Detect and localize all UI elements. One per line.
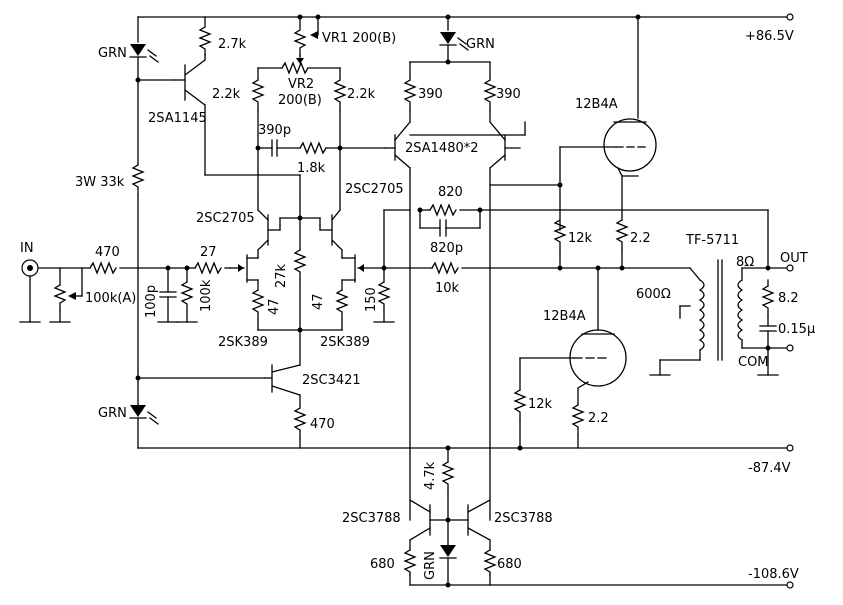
- r-47-left-label: 47: [267, 298, 282, 315]
- r-100k-label: 100k: [199, 279, 214, 312]
- led-top-mid-label: GRN: [466, 37, 495, 52]
- com-label: COM: [738, 355, 769, 370]
- r-22k-right-label: 2.2k: [347, 87, 376, 102]
- ohm600-label: 600Ω: [636, 287, 671, 302]
- tube-top-label: 12B4A: [575, 97, 618, 112]
- nfb-network: [419, 203, 769, 269]
- r-82-label: 8.2: [778, 291, 799, 306]
- r-12k-top-label: 12k: [568, 231, 593, 246]
- vr2-name-label: VR2: [288, 77, 314, 92]
- q-2sc2705-right-label: 2SC2705: [345, 182, 404, 197]
- vr1-label: VR1 200(B): [322, 31, 396, 46]
- q-2sk389-left-label: 2SK389: [218, 335, 268, 350]
- output-terminal-hot: [786, 264, 794, 272]
- led-bottom-left-symbol: [130, 405, 146, 417]
- r-47k-label: 4.7k: [423, 461, 438, 490]
- r-27k-top-label: 2.7k: [218, 37, 247, 52]
- output-transformer: [649, 259, 789, 376]
- c-390p-label: 390p: [258, 123, 291, 138]
- rail-lines: [137, 16, 789, 586]
- led-top-mid-symbol: [440, 32, 456, 44]
- input-label: IN: [20, 241, 34, 256]
- led-top-left-symbol: [130, 44, 146, 56]
- r-470-in-label: 470: [95, 245, 120, 260]
- pnp-pair: [384, 16, 526, 521]
- comp-network: [257, 139, 386, 157]
- left-column: [129, 16, 301, 449]
- q-2sa1480-label: 2SA1480*2: [405, 141, 479, 156]
- output-terminal-com: [786, 344, 794, 352]
- vr-network: [251, 16, 347, 201]
- tube-top-envelope: [603, 118, 657, 172]
- led-top-left-label: GRN: [98, 46, 127, 61]
- r-390-right-label: 390: [496, 87, 521, 102]
- r-3w33k-label: 3W 33k: [75, 175, 125, 190]
- neg-rail-terminal: [786, 444, 794, 452]
- r-470-bot-label: 470: [310, 417, 335, 432]
- r-680-right-label: 680: [497, 557, 522, 572]
- ohm8-label: 8Ω: [736, 255, 754, 270]
- vr2-value-label: 200(B): [278, 93, 322, 108]
- tube-bot-label: 12B4A: [543, 309, 586, 324]
- q-2sc2705-left-label: 2SC2705: [196, 211, 255, 226]
- bottom-ccs: [403, 447, 497, 586]
- r-100k-a-label: 100k(A): [85, 291, 136, 306]
- jfet-pair: [229, 217, 385, 366]
- neg2-rail-terminal: [786, 581, 794, 589]
- neg-rail-label: -87.4V: [748, 461, 791, 476]
- q-2sk389-right-label: 2SK389: [320, 335, 370, 350]
- q-2sa1145-label: 2SA1145: [148, 111, 207, 126]
- r-10k-label: 10k: [435, 281, 460, 296]
- r-390-left-label: 390: [418, 87, 443, 102]
- r-820-label: 820: [438, 185, 463, 200]
- output-label: OUT: [780, 251, 808, 266]
- c-820p-label: 820p: [430, 241, 463, 256]
- tube-stage: [489, 16, 657, 449]
- r-18k-label: 1.8k: [297, 161, 326, 176]
- led-bottom-mid-label: GRN: [423, 551, 438, 580]
- transformer-label: TF-5711: [685, 233, 739, 248]
- r-22-top-label: 2.2: [630, 231, 651, 246]
- r-22k-left-label: 2.2k: [212, 87, 241, 102]
- r-27-label: 27: [200, 245, 217, 260]
- q-2sc3421-label: 2SC3421: [302, 373, 361, 388]
- input-section: [19, 259, 231, 323]
- nfb-ground-leg: [373, 209, 691, 323]
- c-100p-label: 100p: [144, 285, 159, 318]
- r-27k-label: 27k: [274, 263, 289, 288]
- r-22-bot-label: 2.2: [588, 411, 609, 426]
- r-12k-bot-label: 12k: [528, 397, 553, 412]
- pos-rail-label: +86.5V: [745, 29, 794, 44]
- q-2sc3788-right-label: 2SC3788: [494, 511, 553, 526]
- c-015-label: 0.15μ: [778, 322, 815, 337]
- ccs-stage: [264, 364, 307, 449]
- pos-rail-terminal: [786, 13, 794, 21]
- led-bottom-left-label: GRN: [98, 406, 127, 421]
- r-47-right-label: 47: [311, 293, 326, 310]
- led-bottom-mid-symbol: [440, 545, 456, 557]
- q-2sc3788-left-label: 2SC3788: [342, 511, 401, 526]
- r-680-left-label: 680: [370, 557, 395, 572]
- r-150-label: 150: [364, 287, 379, 312]
- neg2-rail-label: -108.6V: [748, 567, 799, 582]
